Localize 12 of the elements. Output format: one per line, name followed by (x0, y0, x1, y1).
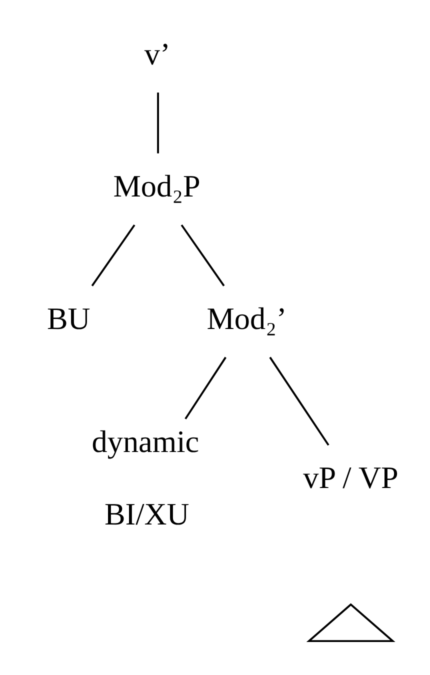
node-text: Mod₂P (113, 168, 200, 204)
node-text: BU (47, 301, 90, 336)
connector (157, 92, 159, 154)
node-triangle (306, 603, 396, 642)
node-text: v’ (144, 36, 170, 72)
connector (180, 224, 225, 286)
node-text: vP / VP (303, 460, 398, 496)
node-text: Mod₂’ (206, 301, 287, 336)
connector (269, 356, 330, 446)
connector (91, 224, 136, 286)
connector (184, 356, 226, 420)
node-text: dynamic BI/XU (92, 424, 200, 532)
